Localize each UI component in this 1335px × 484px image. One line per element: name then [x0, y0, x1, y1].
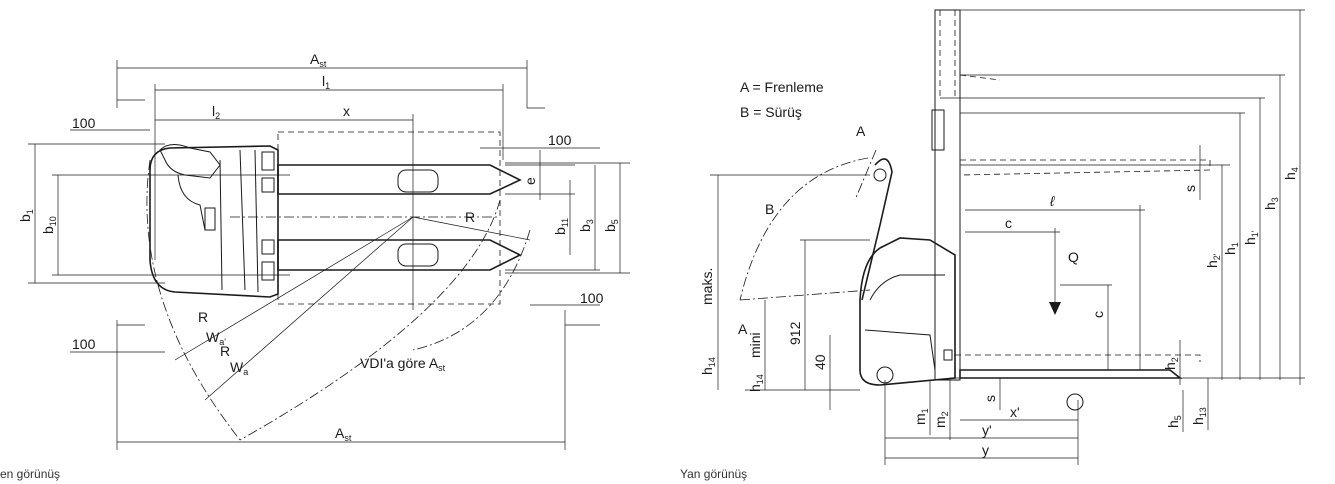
- h14b-label: h14: [747, 374, 765, 392]
- c-side-label: c: [1090, 311, 1106, 318]
- b3-label: b3: [577, 219, 595, 232]
- b-label: B: [765, 201, 774, 217]
- legend-driving: B = Sürüş: [740, 104, 802, 120]
- ast-top-label: Ast: [310, 51, 327, 69]
- tiller-side: [861, 158, 893, 301]
- b1-label: b1: [17, 209, 35, 222]
- xp-label: x': [1010, 404, 1020, 420]
- h3-label: h3: [1262, 197, 1280, 210]
- maks-label: maks.: [699, 268, 715, 305]
- y-label: y: [982, 442, 989, 458]
- wa1-label: Wa': [206, 329, 226, 347]
- a-small-label: A: [738, 321, 748, 337]
- h14a-label: h14: [699, 357, 717, 375]
- mini-label: mini: [747, 332, 763, 358]
- b10-label: b10: [40, 216, 58, 234]
- top-view: Ast l1 l2 x 100 100 b1 b10: [0, 51, 630, 481]
- h1-label: h1: [1222, 242, 1240, 255]
- tiller-head: [159, 144, 221, 179]
- l2-label: l2: [212, 103, 220, 121]
- d912-label: 912: [787, 321, 803, 345]
- mast: [934, 9, 961, 381]
- clearance-100-bottom-right: 100: [580, 290, 604, 306]
- r2-label: R: [220, 343, 230, 359]
- b11-label: b11: [552, 218, 570, 235]
- load-outline: [277, 131, 501, 305]
- c-top-label: c: [1005, 215, 1012, 231]
- m2-label: m2: [932, 411, 950, 428]
- b5-label: b5: [602, 219, 620, 232]
- load-wheel: [1066, 393, 1084, 411]
- truck-body-side: [859, 237, 956, 386]
- fork-side: [959, 369, 1183, 379]
- h5-label: h5: [1165, 415, 1183, 428]
- a-label: A: [856, 123, 866, 139]
- clearance-100-top-right: 100: [548, 132, 572, 148]
- arc-braking-b: [739, 157, 869, 301]
- wa2-label: Wa: [230, 359, 248, 377]
- turning-arc-outer: [146, 159, 241, 441]
- side-view-caption: Yan görünüş: [680, 467, 747, 481]
- r-center-label: R: [465, 209, 475, 225]
- h2p-label: h2': [1204, 253, 1222, 268]
- clearance-100-top-left: 100: [72, 115, 96, 131]
- fork-roller-lower: [397, 243, 439, 267]
- s-bot-label: s: [982, 395, 998, 402]
- d40-label: 40: [812, 354, 828, 370]
- h4-label: h4: [1282, 167, 1300, 180]
- h2-label: h2: [1162, 357, 1180, 370]
- ast-bottom-label: Ast: [335, 425, 352, 443]
- fork-roller-upper: [397, 169, 439, 193]
- legend-braking: A = Frenleme: [740, 79, 824, 95]
- fork-lower: [277, 239, 522, 271]
- fork-upper: [277, 164, 522, 195]
- s-top-label: s: [1182, 185, 1198, 192]
- side-view: A = Frenleme B = Sürüş ℓ c Q c: [680, 9, 1305, 481]
- h1p-label: h1': [1242, 230, 1260, 245]
- l-label: ℓ: [1049, 193, 1055, 209]
- truck-body-outline: [149, 145, 279, 298]
- q-label: Q: [1068, 249, 1079, 265]
- vdi-note: VDI'a göre Ast: [360, 355, 446, 373]
- r1-label: R: [198, 309, 208, 325]
- clearance-100-bottom-left: 100: [72, 336, 96, 352]
- yp-label: y': [982, 422, 992, 438]
- top-view-caption: en görünüş: [0, 467, 60, 481]
- e-label: e: [522, 177, 538, 185]
- h13-label: h13: [1190, 407, 1208, 425]
- x-label: x: [343, 103, 350, 119]
- m1-label: m1: [912, 408, 930, 425]
- l1-label: l1: [322, 73, 330, 91]
